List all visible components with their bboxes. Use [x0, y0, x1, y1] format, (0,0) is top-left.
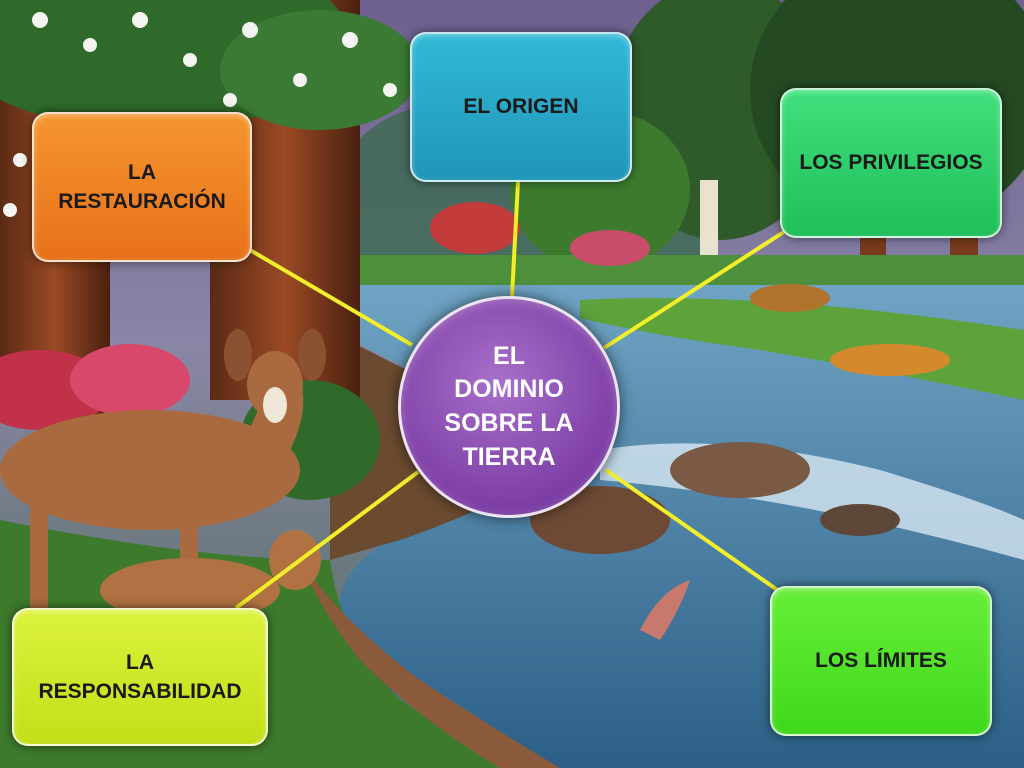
node-responsabilidad-label: LA RESPONSABILIDAD: [38, 650, 242, 703]
node-origen: EL ORIGEN: [410, 32, 632, 182]
center-node-label: EL DOMINIO SOBRE LA TIERRA: [444, 341, 574, 471]
node-privilegios: LOS PRIVILEGIOS: [780, 88, 1002, 238]
node-origen-label: EL ORIGEN: [463, 95, 579, 119]
node-responsabilidad: LA RESPONSABILIDAD: [12, 608, 268, 746]
node-limites: LOS LÍMITES: [770, 586, 992, 736]
node-privilegios-label: LOS PRIVILEGIOS: [799, 151, 983, 175]
node-restauracion: LA RESTAURACIÓN: [32, 112, 252, 262]
node-limites-label: LOS LÍMITES: [815, 649, 947, 673]
center-node-dominio: EL DOMINIO SOBRE LA TIERRA: [398, 296, 620, 518]
node-restauracion-label: LA RESTAURACIÓN: [58, 160, 226, 213]
